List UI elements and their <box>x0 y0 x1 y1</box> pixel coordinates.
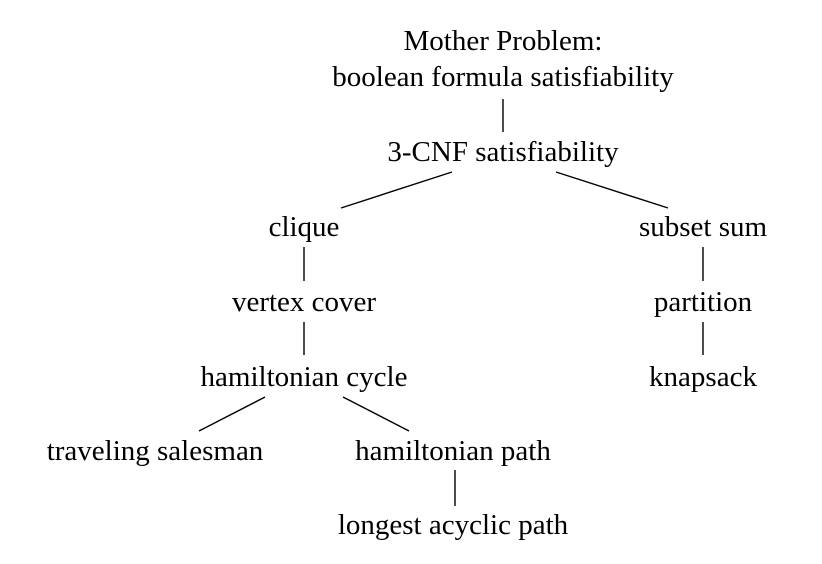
node-knapsack: knapsack <box>649 361 757 393</box>
node-subset-sum: subset sum <box>638 211 768 243</box>
edge-cnf3-subset-sum <box>555 171 669 209</box>
root-title-label: Mother Problem: <box>403 25 603 57</box>
node-clique: clique <box>268 211 340 243</box>
root-node-label: boolean formula satisfiability <box>332 61 674 93</box>
node-partition: partition <box>653 286 753 318</box>
node-3cnf-satisfiability: 3-CNF satisfiability <box>387 136 619 168</box>
node-vertex-cover: vertex cover <box>231 286 377 318</box>
node-hamiltonian-cycle: hamiltonian cycle <box>200 361 408 393</box>
edge-hamiltonian-cycle-hamiltonian-path <box>342 396 410 432</box>
node-traveling-salesman: traveling salesman <box>46 435 264 467</box>
edge-hamiltonian-cycle-traveling-salesman <box>198 396 266 432</box>
node-longest-acyclic-path: longest acyclic path <box>337 509 569 541</box>
edge-cnf3-clique <box>340 171 453 209</box>
node-hamiltonian-path: hamiltonian path <box>355 435 551 467</box>
